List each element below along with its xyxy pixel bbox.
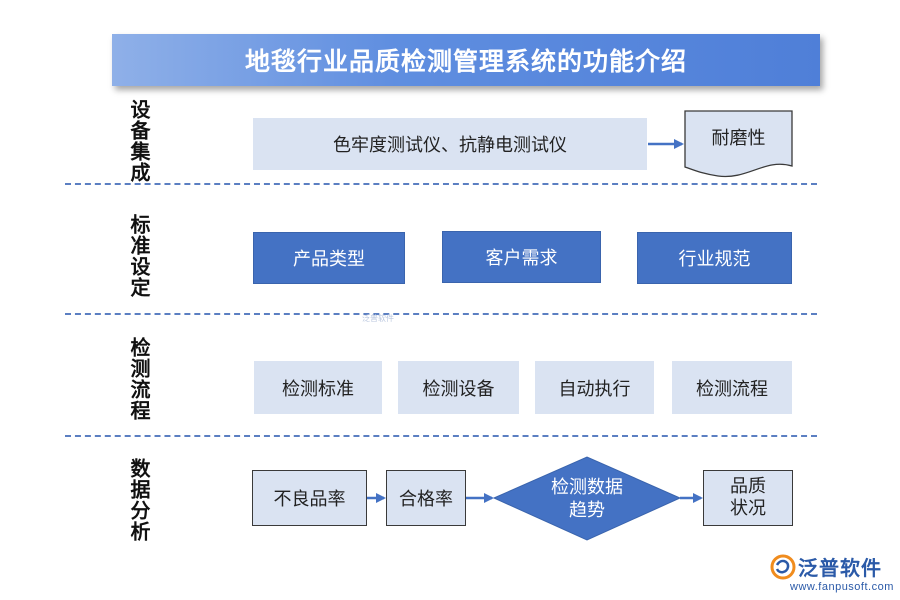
box-inspection-process: 检测流程	[672, 361, 792, 414]
section-divider	[65, 183, 817, 185]
box-test-instruments: 色牢度测试仪、抗静电测试仪	[253, 118, 647, 170]
box-inspection-equipment: 检测设备	[398, 361, 519, 414]
box-auto-execution: 自动执行	[535, 361, 654, 414]
box-inspection-standard: 检测标准	[254, 361, 382, 414]
quality-status-line1: 品质	[730, 476, 766, 497]
section-label-analysis: 数据分析	[127, 458, 151, 542]
decision-text: 检测数据 趋势	[520, 475, 654, 523]
section-divider	[65, 435, 817, 437]
logo-url: www.fanpusoft.com	[790, 581, 894, 593]
logo-mark	[770, 554, 796, 580]
box-product-type: 产品类型	[253, 232, 405, 284]
section-divider	[65, 313, 817, 315]
box-quality-status: 品质 状况	[703, 470, 793, 526]
decision-line1: 检测数据	[551, 477, 623, 498]
document-durability: 耐磨性	[711, 128, 766, 149]
logo-name: 泛普软件	[798, 556, 882, 580]
page-title: 地毯行业品质检测管理系统的功能介绍	[112, 34, 820, 86]
document-shape	[684, 110, 793, 178]
box-pass-rate: 合格率	[386, 470, 466, 526]
section-label-process: 检测流程	[127, 337, 151, 421]
box-industry-norms: 行业规范	[637, 232, 792, 284]
section-label-standards: 标准设定	[127, 214, 151, 298]
watermark: 泛普软件	[362, 314, 394, 323]
decision-line2: 趋势	[569, 500, 605, 521]
quality-status-line2: 状况	[730, 498, 766, 519]
box-customer-needs: 客户需求	[442, 231, 601, 283]
box-defect-rate: 不良品率	[252, 470, 367, 526]
section-label-equipment: 设备集成	[127, 99, 151, 183]
